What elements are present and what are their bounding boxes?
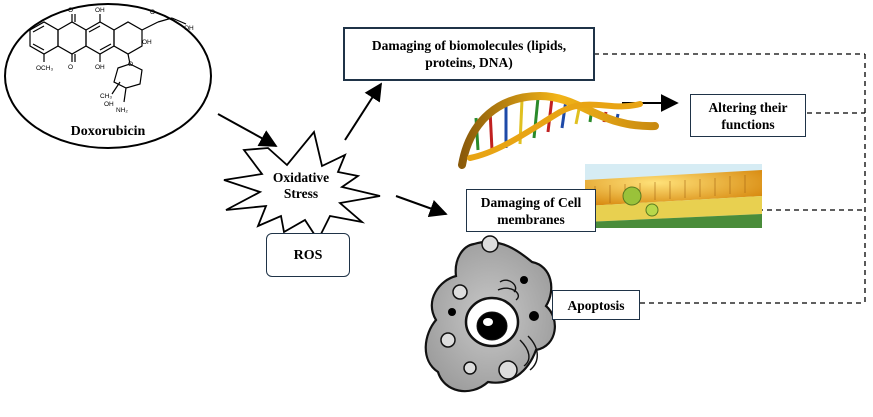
atom-label-oh-side: OH <box>184 25 194 32</box>
atom-label-o-sugar: O <box>128 61 133 68</box>
altering-functions-box: Altering their functions <box>690 94 806 137</box>
biomolecules-box: Damaging of biomolecules (lipids, protei… <box>343 27 595 81</box>
doxorubicin-atom-labels: O OH O OH OCH₃ O OH OH O CH₃ OH NH₂ <box>36 7 194 114</box>
atom-label-o-top: O <box>68 7 73 14</box>
oxidative-stress-starburst <box>223 130 381 242</box>
oxidative-stress-label: Oxidative Stress <box>272 170 330 201</box>
atom-label-oh-top: OH <box>95 7 105 14</box>
doxorubicin-label: Doxorubicin <box>70 124 146 139</box>
doxorubicin-structure <box>29 14 187 103</box>
arrow-stress-to-biomolecules <box>344 82 382 141</box>
arrow-doxorubicin-to-stress <box>217 113 278 147</box>
dna-helix-picture <box>458 91 659 169</box>
atom-label-nh2: NH₂ <box>116 107 128 114</box>
ros-box: ROS <box>266 233 350 277</box>
doxorubicin-ellipse <box>4 3 212 149</box>
dashed-connectors <box>594 53 866 304</box>
atom-label-ch3: CH₃ <box>100 93 112 100</box>
atom-label-oh-bottom: OH <box>95 64 105 71</box>
atom-label-o-side: O <box>150 9 155 16</box>
atom-label-o-bottom: O <box>68 64 73 71</box>
cell-membrane-picture <box>585 164 762 228</box>
apoptosis-box: Apoptosis <box>552 290 640 320</box>
cell-picture <box>424 235 556 393</box>
atom-label-oh-ring: OH <box>142 39 152 46</box>
arrow-stress-to-cell <box>395 195 448 217</box>
cell-membranes-box: Damaging of Cell membranes <box>466 189 596 232</box>
atom-label-oh-sugar: OH <box>104 101 114 108</box>
atom-label-och3: OCH₃ <box>36 65 53 72</box>
